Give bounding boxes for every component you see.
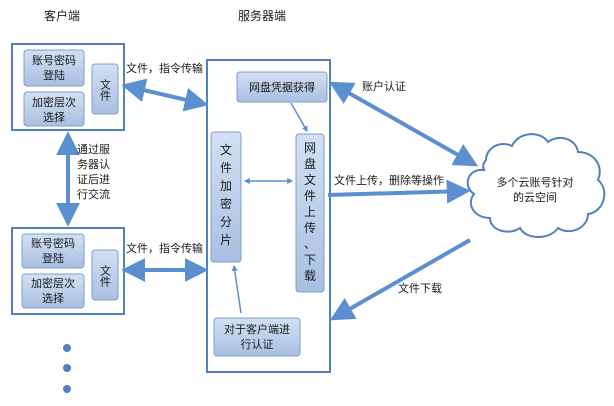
split-char-5: 分 bbox=[220, 215, 232, 229]
updown-char-5: 上 bbox=[304, 205, 316, 219]
updown-char-4: 件 bbox=[304, 189, 316, 203]
client-2-account-line1: 账号密码 bbox=[31, 236, 75, 250]
split-char-1: 文 bbox=[220, 142, 232, 157]
server-title: 服务器端 bbox=[238, 8, 286, 23]
encrypt-split-box bbox=[210, 131, 242, 263]
client-link-line3: 证后进 bbox=[77, 173, 110, 186]
credential-box bbox=[236, 71, 328, 103]
ellipsis-dot-1 bbox=[63, 344, 71, 352]
client-1-server-arrow bbox=[121, 78, 209, 112]
split-char-4: 密 bbox=[220, 196, 232, 211]
cloud-line2: 的云空间 bbox=[513, 190, 557, 204]
client-link-line2: 务器认 bbox=[77, 158, 110, 171]
client-2-encrypt-line1: 加密层次 bbox=[31, 276, 75, 290]
client-auth-box bbox=[213, 317, 301, 357]
client-link-label: 通过服 务器认 证后进 行交流 bbox=[77, 143, 110, 201]
client-2-account-line2: 登陆 bbox=[42, 251, 64, 265]
encrypt-split-label: 文 件 加 密 分 片 bbox=[220, 142, 232, 247]
client-auth-line2: 行认证 bbox=[241, 338, 274, 351]
account-auth-arrow bbox=[328, 81, 479, 167]
client-1-account-line2: 登陆 bbox=[43, 68, 65, 82]
updown-char-6: 传 bbox=[304, 220, 316, 235]
credential-to-updown-arrow bbox=[290, 102, 308, 133]
client-2-file-box bbox=[91, 249, 119, 301]
client-1-account-line1: 账号密码 bbox=[32, 53, 76, 67]
client-1-encrypt-line1: 加密层次 bbox=[32, 95, 76, 109]
client-link-line1: 通过服 bbox=[77, 143, 110, 156]
split-char-2: 件 bbox=[220, 161, 232, 175]
split-char-3: 加 bbox=[220, 179, 232, 193]
auth-to-split-arrow bbox=[231, 264, 242, 314]
client-1-link-label: 文件，指令传输 bbox=[126, 61, 203, 75]
ellipsis-dot-2 bbox=[63, 364, 71, 372]
upload-ops-label: 文件上传，删除等操作 bbox=[334, 173, 444, 187]
updown-char-3: 文 bbox=[304, 172, 316, 187]
split-char-6: 片 bbox=[220, 233, 232, 247]
client-auth-line1: 对于客户端进 bbox=[224, 322, 290, 336]
client-1-group: 账号密码 登陆 加密层次 选择 文件 bbox=[11, 43, 125, 131]
updown-char-8: 下 bbox=[304, 253, 316, 267]
upload-download-box bbox=[295, 133, 325, 293]
file-download-label: 文件下载 bbox=[398, 281, 442, 295]
cloud-line1: 多个云账号针对 bbox=[497, 175, 574, 189]
client-1-file-label: 文件 bbox=[99, 78, 112, 102]
client-link-line4: 行交流 bbox=[77, 187, 110, 201]
client-1-encrypt-box bbox=[23, 91, 85, 127]
client-2-link-label: 文件，指令传输 bbox=[126, 241, 203, 255]
client-1-account-box bbox=[23, 49, 85, 87]
upload-ops-arrow bbox=[327, 179, 471, 204]
file-download-arrow bbox=[329, 238, 471, 321]
client-2-file-label: 文件 bbox=[99, 264, 112, 288]
client-1-file-box bbox=[91, 63, 119, 115]
updown-char-2: 盘 bbox=[304, 156, 316, 171]
client-2-group: 账号密码 登陆 加密层次 选择 文件 bbox=[11, 227, 125, 315]
updown-char-1: 网 bbox=[304, 141, 316, 155]
ellipsis-dot-3 bbox=[63, 385, 71, 393]
updown-char-9: 载 bbox=[304, 269, 316, 283]
client-2-encrypt-line2: 选择 bbox=[42, 291, 64, 305]
account-auth-label: 账户认证 bbox=[362, 79, 406, 93]
client-title: 客户端 bbox=[44, 8, 80, 23]
cloud-shape bbox=[466, 133, 606, 238]
client-2-encrypt-box bbox=[21, 273, 85, 309]
updown-char-7: 、 bbox=[304, 237, 316, 251]
client-2-account-box bbox=[21, 233, 85, 269]
client-1-encrypt-line2: 选择 bbox=[43, 110, 65, 124]
credential-label: 网盘凭据获得 bbox=[249, 80, 315, 94]
upload-download-label: 网 盘 文 件 上 传 、 下 载 bbox=[304, 141, 316, 283]
